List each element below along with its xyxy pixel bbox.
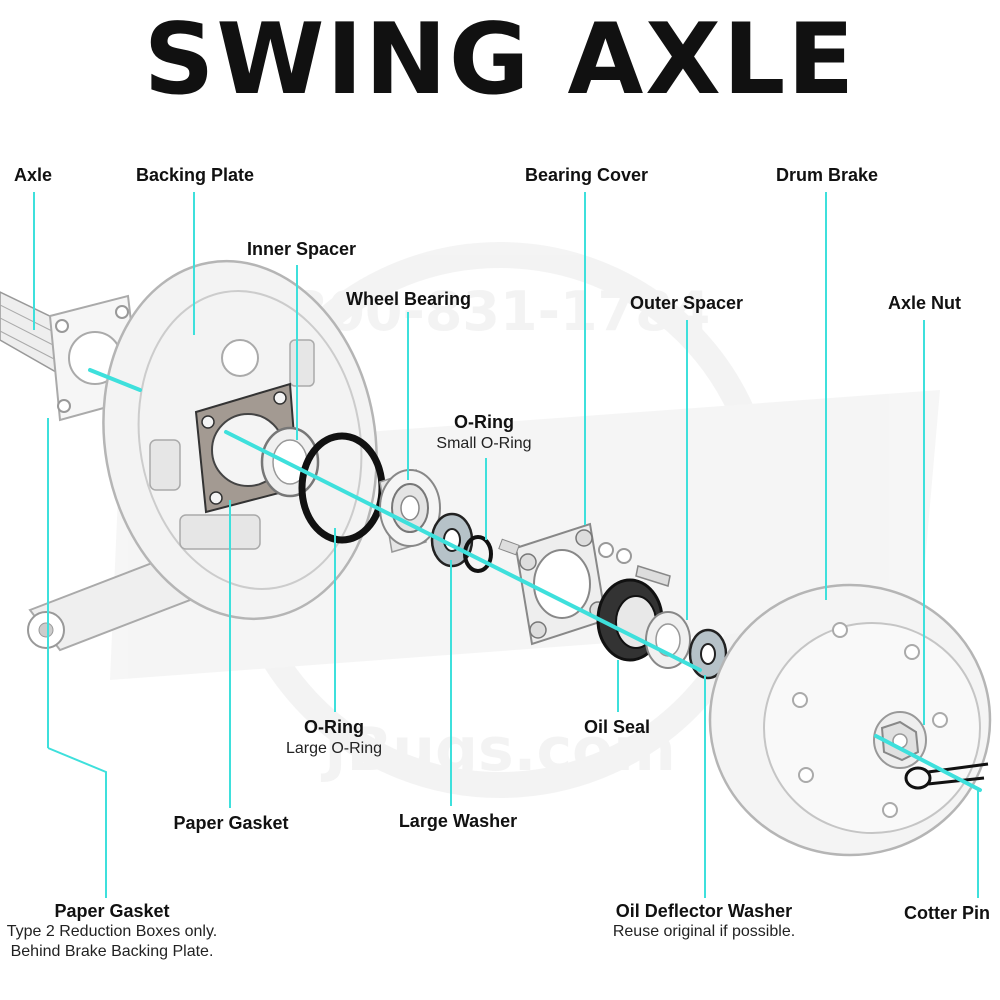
drum-brake — [708, 583, 992, 857]
axis-line — [88, 368, 982, 792]
label-inner-spacer: Inner Spacer — [247, 239, 357, 259]
label-o-ring-small: O-Ring — [454, 412, 514, 432]
label-large-washer: Large Washer — [398, 811, 518, 831]
bearing-cover — [498, 522, 671, 646]
label-drum-brake: Drum Brake — [776, 165, 879, 185]
note-paper-gasket-2: Behind Brake Backing Plate. — [10, 943, 214, 960]
label-oil-deflector-washer: Oil Deflector Washer — [615, 901, 793, 921]
label-cotter-pin: Cotter Pin — [904, 903, 991, 923]
outer-spacer — [645, 611, 691, 669]
label-outer-spacer: Outer Spacer — [630, 293, 744, 313]
watermark-site: JBugs.com — [320, 715, 676, 785]
note-o-ring-small: Small O-Ring — [436, 435, 532, 452]
label-wheel-bearing: Wheel Bearing — [346, 289, 472, 309]
cotter-pin — [904, 762, 989, 790]
oil-deflector-washer — [688, 628, 728, 680]
label-o-ring-large: O-Ring — [304, 717, 364, 737]
watermark-phone: 800-831-1784 — [290, 280, 711, 343]
page-title: SWING AXLE — [143, 3, 857, 117]
label-axle: Axle — [14, 165, 53, 185]
label-axle-nut: Axle Nut — [888, 293, 962, 313]
axle-nut — [880, 720, 920, 762]
note-oil-deflector: Reuse original if possible. — [612, 923, 796, 940]
note-paper-gasket-1: Type 2 Reduction Boxes only. — [6, 923, 218, 940]
note-o-ring-large: Large O-Ring — [285, 740, 383, 757]
leader-lines — [33, 192, 979, 898]
label-paper-gasket-bottom: Paper Gasket — [54, 901, 170, 921]
label-oil-seal: Oil Seal — [583, 717, 651, 737]
label-paper-gasket-center: Paper Gasket — [173, 813, 289, 833]
label-bearing-cover: Bearing Cover — [525, 165, 649, 185]
label-backing-plate: Backing Plate — [136, 165, 255, 185]
